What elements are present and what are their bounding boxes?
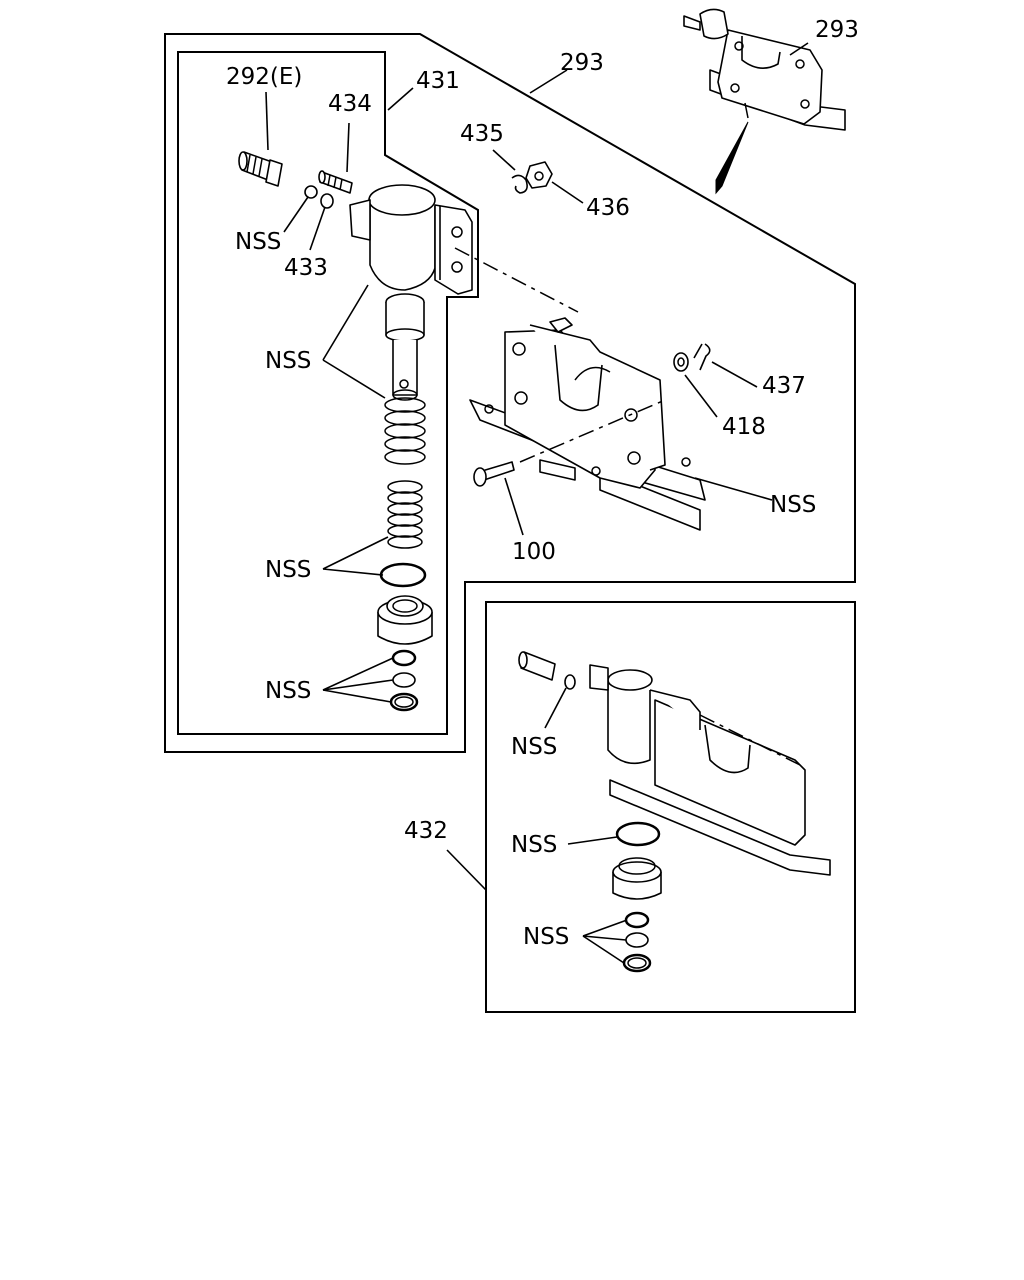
leader-lines: [265, 42, 809, 964]
callout-418: 418: [722, 414, 766, 440]
callout-433: 433: [284, 255, 328, 281]
screw-434: [318, 170, 353, 194]
assembly-432-frame: [485, 601, 856, 1013]
centerline-lower: [519, 399, 666, 463]
piston: [385, 293, 425, 401]
callout-435: 435: [460, 121, 504, 147]
assembly-431-frame: [177, 51, 479, 735]
inset-seal-2: [625, 932, 649, 948]
nut-436: [525, 161, 553, 189]
fitting-292e: [238, 151, 283, 187]
oring-large: [379, 562, 427, 588]
callout-nss-oring: NSS: [235, 229, 281, 255]
centerline-upper: [454, 247, 579, 313]
inset-cylinder-assembly: [589, 664, 831, 876]
callout-292e: 292(E): [226, 64, 302, 90]
pin-100: [473, 461, 515, 487]
callout-436: 436: [586, 195, 630, 221]
seal-3: [389, 692, 419, 712]
callout-293: 293: [560, 50, 604, 76]
inset-seal-3: [622, 953, 652, 973]
callout-nss-inset-ring: NSS: [511, 832, 557, 858]
washer-418: [673, 352, 689, 372]
callout-100: 100: [512, 539, 556, 565]
overview-pointer-arrow: [715, 121, 749, 195]
callout-nss-seals: NSS: [265, 678, 311, 704]
callout-nss-spring: NSS: [265, 557, 311, 583]
seal-1: [391, 649, 417, 667]
seal-2: [392, 672, 416, 688]
inset-oring-small: [564, 674, 576, 690]
clip-435: [511, 174, 528, 194]
callout-434: 434: [328, 91, 372, 117]
plug: [377, 595, 433, 645]
inset-fitting: [518, 651, 556, 681]
callout-nss-inset-oring: NSS: [511, 734, 557, 760]
inset-plug: [612, 857, 662, 900]
cotter-pin-437: [693, 343, 711, 371]
callout-431: 431: [416, 68, 460, 94]
inset-seal-1: [624, 911, 650, 929]
nss-oring-small: [304, 185, 318, 199]
inset-oring-large: [615, 821, 661, 847]
main-bracket: [469, 317, 706, 531]
cylinder-body-431: [349, 184, 473, 295]
callout-437: 437: [762, 373, 806, 399]
callout-nss-inset-seals: NSS: [523, 924, 569, 950]
assembly-293-frame: [164, 33, 856, 753]
spring-lower: [387, 480, 423, 549]
callout-293-overview: 293: [815, 17, 859, 43]
overview-assembly-icon: [683, 8, 846, 131]
callout-nss-bracket: NSS: [770, 492, 816, 518]
washer-433: [320, 193, 334, 209]
spring-upper: [384, 397, 426, 465]
callout-nss-piston: NSS: [265, 348, 311, 374]
callout-432: 432: [404, 818, 448, 844]
